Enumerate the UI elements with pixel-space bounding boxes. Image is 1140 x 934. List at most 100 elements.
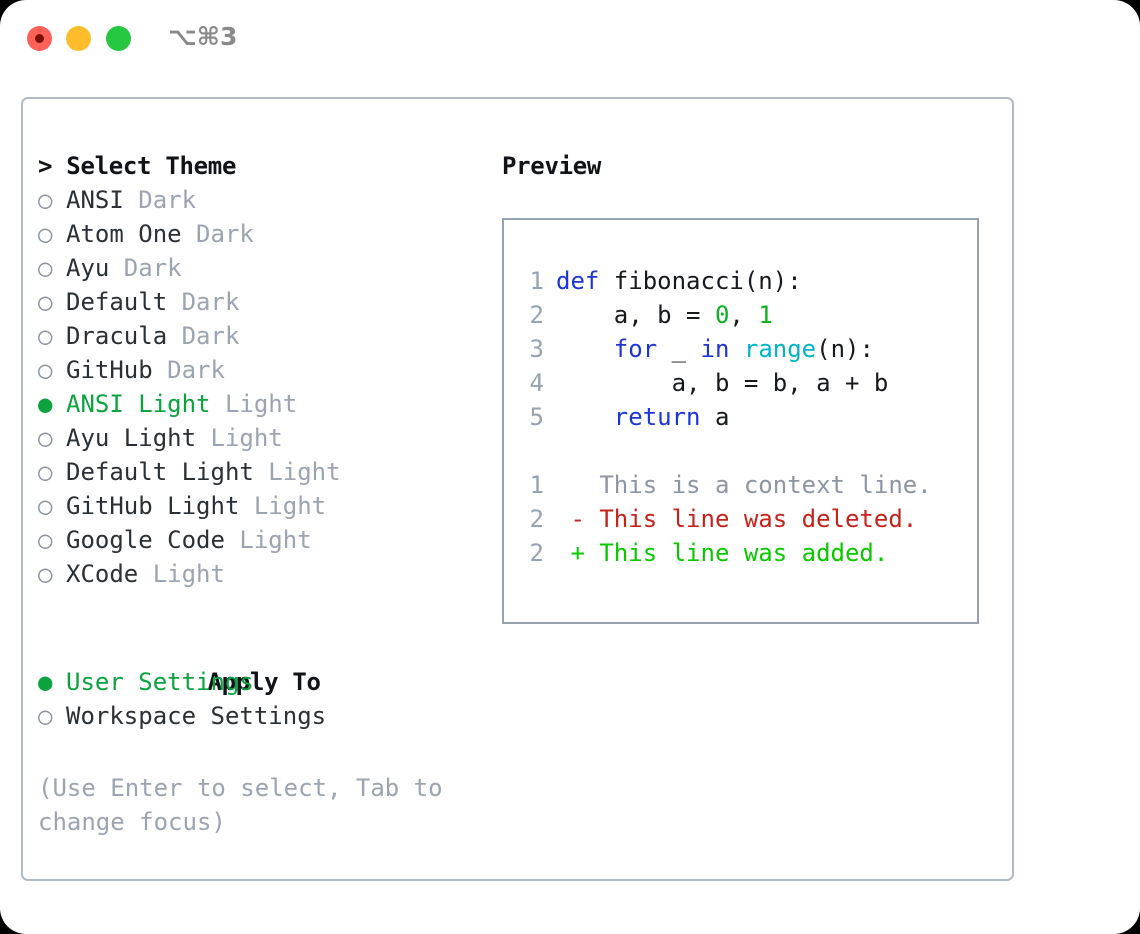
code-token-plain: a <box>700 403 730 431</box>
keyboard-shortcut-label: ⌥⌘3 <box>168 22 238 51</box>
line-number: 2 <box>529 539 544 567</box>
theme-name: GitHub Light <box>66 492 240 520</box>
theme-list-item[interactable]: ○ Dracula Dark <box>38 319 488 353</box>
theme-variant-label: Dark <box>167 322 240 350</box>
code-token-plain: _ <box>657 335 701 363</box>
theme-name: Google Code <box>66 526 225 554</box>
select-theme-header: > Select Theme <box>38 152 237 180</box>
code-token-plain: a, b = <box>556 301 715 329</box>
apply-to-section: Apply To ●User Settings○Workspace Settin… <box>38 631 488 733</box>
code-line: 5 return a <box>504 400 977 434</box>
theme-variant-label: Light <box>224 526 312 554</box>
close-window-button[interactable] <box>27 26 52 51</box>
diff-sample: 1 This is a context line.2 - This line w… <box>504 468 977 570</box>
code-diff-spacer <box>504 434 977 468</box>
apply-to-header-label: Apply To <box>207 668 322 696</box>
radio-empty-icon[interactable]: ○ <box>38 560 53 588</box>
line-number: 1 <box>529 267 544 295</box>
line-number: 3 <box>529 335 544 363</box>
theme-name: Default Light <box>66 458 254 486</box>
code-token-keyword: in <box>700 335 730 363</box>
diff-line-added: 2 + This line was added. <box>504 536 977 570</box>
theme-list[interactable]: ○ ANSI Dark ○ Atom One Dark ○ Ayu Dark ○ Defaul… <box>38 183 488 591</box>
theme-list-item[interactable]: ○ GitHub Light Light <box>38 489 488 523</box>
theme-variant-label: Light <box>138 560 225 588</box>
diff-line-text: + This line was added. <box>556 539 889 567</box>
theme-name: ANSI <box>66 186 124 214</box>
code-token-keyword: return <box>613 403 701 431</box>
code-token-plain: a, b = b, a + b <box>556 369 889 397</box>
theme-list-item[interactable]: ○Default Dark <box>38 285 488 319</box>
theme-name: XCode <box>66 560 139 588</box>
maximize-window-button[interactable] <box>106 26 131 51</box>
radio-selected-icon[interactable]: ● <box>38 390 53 418</box>
theme-variant-label: Light <box>253 458 341 486</box>
radio-empty-icon[interactable]: ○ <box>38 492 53 520</box>
window-titlebar: ⌥⌘3 <box>0 0 1140 78</box>
theme-list-item[interactable]: ○ XCode Light <box>38 557 488 591</box>
radio-empty-icon[interactable]: ○ <box>38 288 53 316</box>
line-number: 4 <box>529 369 544 397</box>
radio-empty-icon[interactable]: ○ <box>38 526 53 554</box>
diff-line-text: This is a context line. <box>556 471 932 499</box>
apply-to-list[interactable]: ●User Settings○Workspace Settings <box>38 665 488 733</box>
radio-empty-icon[interactable]: ○ <box>38 220 53 248</box>
radio-empty-icon[interactable]: ○ <box>38 254 53 282</box>
theme-list-item[interactable]: ○ Atom One Dark <box>38 217 488 251</box>
code-token-keyword: def <box>556 267 614 295</box>
radio-empty-icon[interactable]: ○ <box>38 186 53 214</box>
theme-variant-label: Dark <box>181 220 254 248</box>
theme-variant-label: Light <box>210 390 298 418</box>
code-token-function: range <box>743 335 817 363</box>
theme-variant-label: Light <box>196 424 283 452</box>
theme-list-item[interactable]: ○ Google Code Light <box>38 523 488 557</box>
theme-name: GitHub <box>66 356 153 384</box>
theme-name: Dracula <box>66 322 168 350</box>
line-number: 1 <box>529 471 544 499</box>
code-line: 2 a, b = 0, 1 <box>504 298 977 332</box>
radio-selected-icon[interactable]: ● <box>38 668 53 696</box>
theme-list-item[interactable]: ○ GitHub Dark <box>38 353 488 387</box>
theme-variant-label: Dark <box>152 356 225 384</box>
code-line: 3 for _ in range(n): <box>504 332 977 366</box>
theme-list-column: > Select Theme ○ANSI Dark○Atom One Dark○… <box>38 149 488 839</box>
code-line: 1 def fibonacci(n): <box>504 264 977 298</box>
theme-selector-panel: > Select Theme ○ANSI Dark○Atom One Dark○… <box>21 97 1014 881</box>
radio-empty-icon[interactable]: ○ <box>38 458 53 486</box>
code-token-plain <box>556 335 614 363</box>
theme-list-item[interactable]: ○ Ayu Light Light <box>38 421 488 455</box>
line-number: 2 <box>529 301 544 329</box>
code-token-plain: fibonacci(n): <box>613 267 802 295</box>
theme-name: Ayu Light <box>66 424 197 452</box>
minimize-window-button[interactable] <box>66 26 91 51</box>
code-line: 4 a, b = b, a + b <box>504 366 977 400</box>
diff-line-deleted: 2 - This line was deleted. <box>504 502 977 536</box>
code-token-number: 0 <box>714 301 730 329</box>
theme-name: Ayu <box>66 254 110 282</box>
theme-variant-label: Light <box>239 492 327 520</box>
radio-empty-icon[interactable]: ○ <box>38 322 53 350</box>
radio-empty-icon[interactable]: ○ <box>38 356 53 384</box>
theme-variant-label: Dark <box>123 186 197 214</box>
code-token-plain: (n): <box>816 335 874 363</box>
theme-list-item[interactable]: ● ANSI Light Light <box>38 387 488 421</box>
theme-list-item[interactable]: ○ ANSI Dark <box>38 183 488 217</box>
code-token-plain <box>729 335 743 363</box>
line-number: 2 <box>529 505 544 533</box>
theme-list-item[interactable]: ○ Default Light Light <box>38 455 488 489</box>
apply-to-item[interactable]: ●User Settings <box>38 665 488 699</box>
diff-line-context: 1 This is a context line. <box>504 468 977 502</box>
radio-empty-icon[interactable]: ○ <box>38 702 53 730</box>
theme-name: Atom One <box>66 220 182 248</box>
theme-name: ANSI Light <box>66 390 211 418</box>
code-token-plain <box>556 403 614 431</box>
code-token-keyword: for <box>613 335 658 363</box>
radio-empty-icon[interactable]: ○ <box>38 424 53 452</box>
theme-name: Default <box>66 288 168 316</box>
theme-variant-label: Dark <box>109 254 182 282</box>
apply-to-item[interactable]: ○Workspace Settings <box>38 699 488 733</box>
theme-list-item[interactable]: ○ Ayu Dark <box>38 251 488 285</box>
line-number: 5 <box>529 403 544 431</box>
